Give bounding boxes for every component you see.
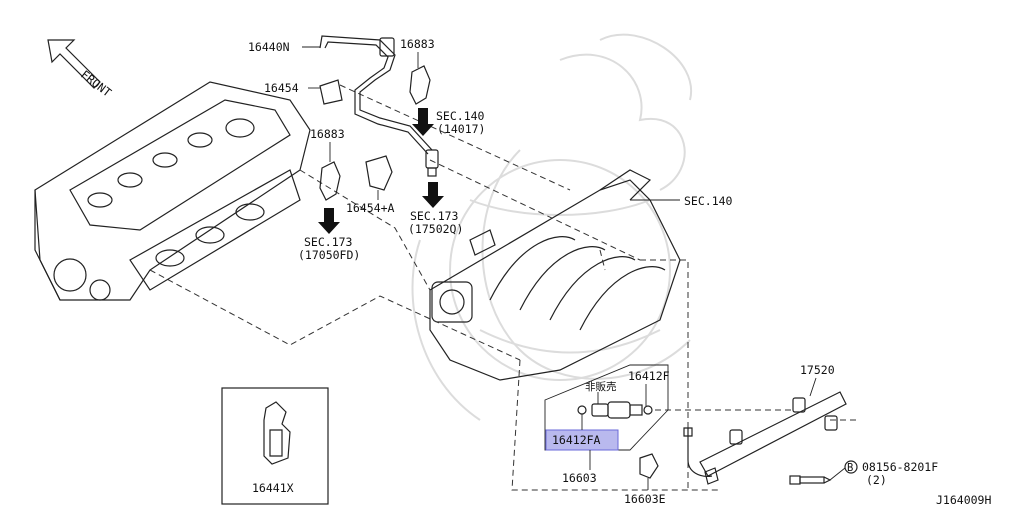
injector-seal-label: 16412F	[628, 369, 670, 383]
fuel-injector	[577, 401, 653, 419]
sec173-left-label: SEC.173	[304, 235, 353, 249]
bolt-marker-circle	[844, 460, 858, 474]
front-label: FRONT	[78, 67, 114, 99]
injector-assy-label: 16603	[562, 471, 597, 485]
bolt-label: 08156-8201F	[862, 460, 938, 474]
clamp-top-label: 16454	[264, 81, 299, 95]
cylinder-head	[34, 81, 311, 301]
fuel-rail-label: 17520	[800, 363, 835, 377]
not-for-sale-label: 非販売	[585, 380, 617, 393]
sec173-left-sub: (17050FD)	[298, 248, 360, 262]
bolt-marker: B	[847, 462, 853, 474]
dashed-guides	[149, 84, 860, 491]
clamp-mid-label: 16454+A	[346, 201, 395, 215]
injector-clip	[639, 453, 659, 479]
sec140-top-sub: (14017)	[437, 122, 485, 136]
sec140-right-label: SEC.140	[684, 194, 733, 208]
bolt	[789, 475, 832, 485]
arrow-down-icon	[318, 208, 340, 234]
clip-left	[319, 161, 341, 201]
arrow-down-icon	[422, 182, 444, 208]
clip-top	[409, 65, 431, 105]
valve	[425, 149, 439, 177]
clip-left-label: 16883	[310, 127, 345, 141]
clamp-mid	[365, 155, 393, 191]
hose-label: 16440N	[248, 40, 290, 54]
sec173-mid-label: SEC.173	[410, 209, 459, 223]
injector-clip-label: 16603E	[624, 492, 666, 506]
intake-manifold	[429, 169, 681, 381]
inset-part-label: 16441X	[252, 481, 294, 495]
clip-top-label: 16883	[400, 37, 435, 51]
hose	[319, 35, 433, 155]
arrow-down-icon	[412, 108, 434, 136]
front-arrow-icon	[47, 39, 101, 89]
injector-seal-kit-label: 16412FA	[552, 433, 601, 447]
diagram-id: J164009H	[936, 493, 991, 507]
fuel-rail	[683, 391, 847, 485]
inset-box	[221, 387, 329, 505]
injector-group-outline	[544, 364, 669, 451]
bolt-qty-label: (2)	[866, 473, 887, 487]
clamp-top	[319, 79, 343, 105]
sec140-top-label: SEC.140	[436, 109, 485, 123]
sec173-mid-sub: (17502Q)	[408, 222, 463, 236]
